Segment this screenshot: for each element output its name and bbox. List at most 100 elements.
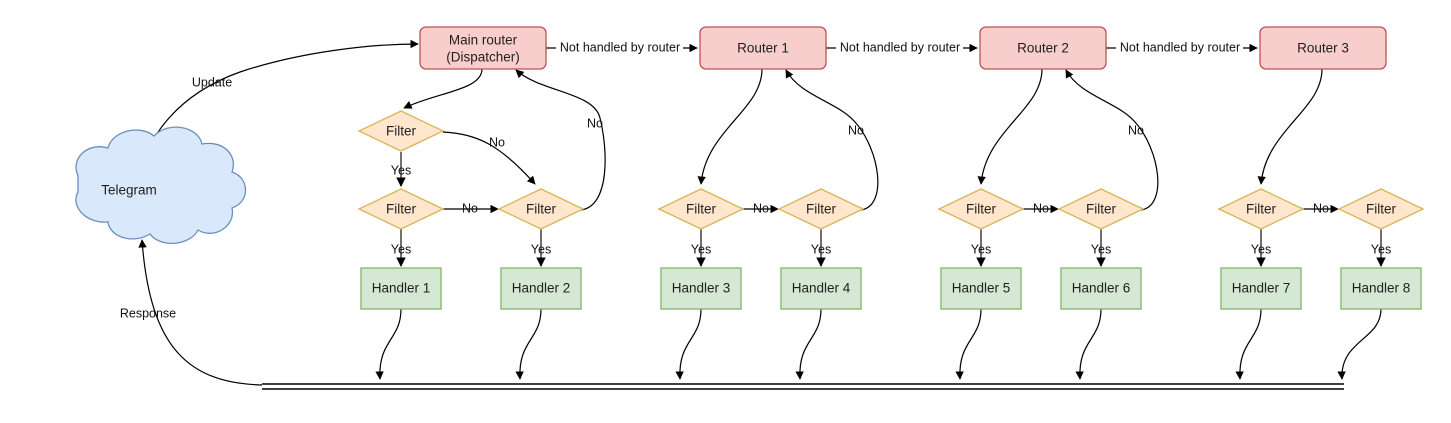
router-1-label: Router 1 bbox=[737, 41, 789, 56]
edge-filter6-no-to-router1 bbox=[785, 69, 879, 211]
edge-label-yes-5: Yes bbox=[811, 242, 831, 256]
edge-handler3-to-bus bbox=[675, 308, 702, 380]
filter-7-diamond bbox=[1057, 188, 1145, 230]
router-3-box bbox=[1259, 26, 1387, 70]
edge-filter8-no-to-router2 bbox=[1065, 69, 1159, 211]
handler-5-label: Handler 5 bbox=[952, 281, 1011, 296]
filter-2-label: Filter bbox=[386, 202, 417, 217]
edge-label-yes-6: Yes bbox=[971, 242, 991, 256]
router-main-box bbox=[419, 26, 547, 70]
router-node-main[interactable]: Main router (Dispatcher) bbox=[419, 26, 547, 70]
handler-8-box bbox=[1340, 267, 1422, 310]
handler-5-box bbox=[940, 267, 1022, 310]
edge-handler7-to-bus bbox=[1235, 308, 1262, 380]
handler-1-label: Handler 1 bbox=[372, 281, 431, 296]
filter-node-3[interactable]: Filter bbox=[497, 188, 585, 230]
handler-1-box bbox=[360, 267, 442, 310]
edge-label-yes-3: Yes bbox=[531, 242, 551, 256]
edge-router2-to-filter7 bbox=[977, 68, 1043, 185]
filter-4-label: Filter bbox=[686, 202, 717, 217]
handler-node-8[interactable]: Handler 8 bbox=[1340, 267, 1422, 310]
filter-3-label: Filter bbox=[526, 202, 557, 217]
edge-label-not-handled-3: Not handled by router bbox=[1120, 40, 1240, 54]
router-node-1[interactable]: Router 1 bbox=[699, 26, 827, 70]
handler-8-label: Handler 8 bbox=[1352, 281, 1411, 296]
edge-handler2-to-bus bbox=[515, 308, 542, 380]
edge-router3-to-filter9 bbox=[1257, 68, 1323, 185]
edge-label-update: Update bbox=[192, 75, 232, 89]
filter-1-label: Filter bbox=[386, 124, 417, 139]
filter-5-label: Filter bbox=[806, 202, 837, 217]
filter-node-6[interactable]: Filter bbox=[937, 188, 1025, 230]
edge-handler5-to-bus bbox=[955, 308, 982, 380]
edge-label-no-5: No bbox=[848, 123, 864, 137]
edge-label-no-6: No bbox=[1033, 201, 1049, 215]
filter-4-diamond bbox=[657, 188, 745, 230]
filter-6-diamond bbox=[937, 188, 1025, 230]
edge-handler6-to-bus bbox=[1075, 308, 1102, 380]
filter-node-4[interactable]: Filter bbox=[657, 188, 745, 230]
edge-label-yes-8: Yes bbox=[1251, 242, 1271, 256]
handler-4-box bbox=[780, 267, 862, 310]
filter-3-diamond bbox=[497, 188, 585, 230]
filter-node-9[interactable]: Filter bbox=[1337, 188, 1425, 230]
handler-node-7[interactable]: Handler 7 bbox=[1220, 267, 1302, 310]
router-main-label-line1: Main router bbox=[449, 33, 518, 48]
edge-handler8-to-bus bbox=[1337, 308, 1382, 380]
edge-filter-no-to-mainrouter bbox=[515, 69, 606, 211]
filter-2-diamond bbox=[357, 188, 445, 230]
edge-label-yes-4: Yes bbox=[691, 242, 711, 256]
edge-label-yes-1: Yes bbox=[391, 163, 411, 177]
telegram-cloud-node[interactable]: Telegram bbox=[75, 126, 247, 245]
edge-label-no-7: No bbox=[1128, 123, 1144, 137]
router-node-3[interactable]: Router 3 bbox=[1259, 26, 1387, 70]
handler-2-label: Handler 2 bbox=[512, 281, 571, 296]
handler-7-box bbox=[1220, 267, 1302, 310]
handler-7-label: Handler 7 bbox=[1232, 281, 1291, 296]
filter-node-1[interactable]: Filter bbox=[357, 110, 445, 152]
edge-label-response: Response bbox=[120, 306, 176, 320]
handler-node-2[interactable]: Handler 2 bbox=[500, 267, 582, 310]
filter-node-7[interactable]: Filter bbox=[1057, 188, 1145, 230]
handler-3-label: Handler 3 bbox=[672, 281, 731, 296]
filter-9-label: Filter bbox=[1366, 202, 1397, 217]
edge-filter1-no-to-filter2 bbox=[442, 131, 536, 185]
telegram-label: Telegram bbox=[101, 183, 157, 198]
edge-label-yes-9: Yes bbox=[1371, 242, 1391, 256]
edge-label-yes-2: Yes bbox=[391, 242, 411, 256]
handler-6-box bbox=[1060, 267, 1142, 310]
filter-8-label: Filter bbox=[1246, 202, 1277, 217]
filter-1-diamond bbox=[357, 110, 445, 152]
router-2-box bbox=[979, 26, 1107, 70]
router-main-label-line2: (Dispatcher) bbox=[446, 50, 520, 65]
edge-router1-to-filter5 bbox=[697, 68, 763, 185]
edge-handler4-to-bus bbox=[795, 308, 822, 380]
edge-response bbox=[138, 239, 263, 386]
edge-label-no-3: No bbox=[462, 201, 478, 215]
handler-node-3[interactable]: Handler 3 bbox=[660, 267, 742, 310]
edge-label-yes-7: Yes bbox=[1091, 242, 1111, 256]
filter-7-label: Filter bbox=[1086, 202, 1117, 217]
handler-node-4[interactable]: Handler 4 bbox=[780, 267, 862, 310]
handler-3-box bbox=[660, 267, 742, 310]
filter-node-2[interactable]: Filter bbox=[357, 188, 445, 230]
filter-8-diamond bbox=[1217, 188, 1305, 230]
edge-label-not-handled-2: Not handled by router bbox=[840, 40, 960, 54]
handler-node-6[interactable]: Handler 6 bbox=[1060, 267, 1142, 310]
router-node-2[interactable]: Router 2 bbox=[979, 26, 1107, 70]
handler-2-box bbox=[500, 267, 582, 310]
handler-node-1[interactable]: Handler 1 bbox=[360, 267, 442, 310]
router-2-label: Router 2 bbox=[1017, 41, 1069, 56]
filter-node-5[interactable]: Filter bbox=[777, 188, 865, 230]
edge-label-no-8: No bbox=[1313, 201, 1329, 215]
handler-node-5[interactable]: Handler 5 bbox=[940, 267, 1022, 310]
filter-9-diamond bbox=[1337, 188, 1425, 230]
filter-6-label: Filter bbox=[966, 202, 997, 217]
filter-node-8[interactable]: Filter bbox=[1217, 188, 1305, 230]
router-3-label: Router 3 bbox=[1297, 41, 1349, 56]
edge-label-no-1: No bbox=[489, 135, 505, 149]
edge-label-no-2: No bbox=[587, 116, 603, 130]
filter-5-diamond bbox=[777, 188, 865, 230]
router-1-box bbox=[699, 26, 827, 70]
